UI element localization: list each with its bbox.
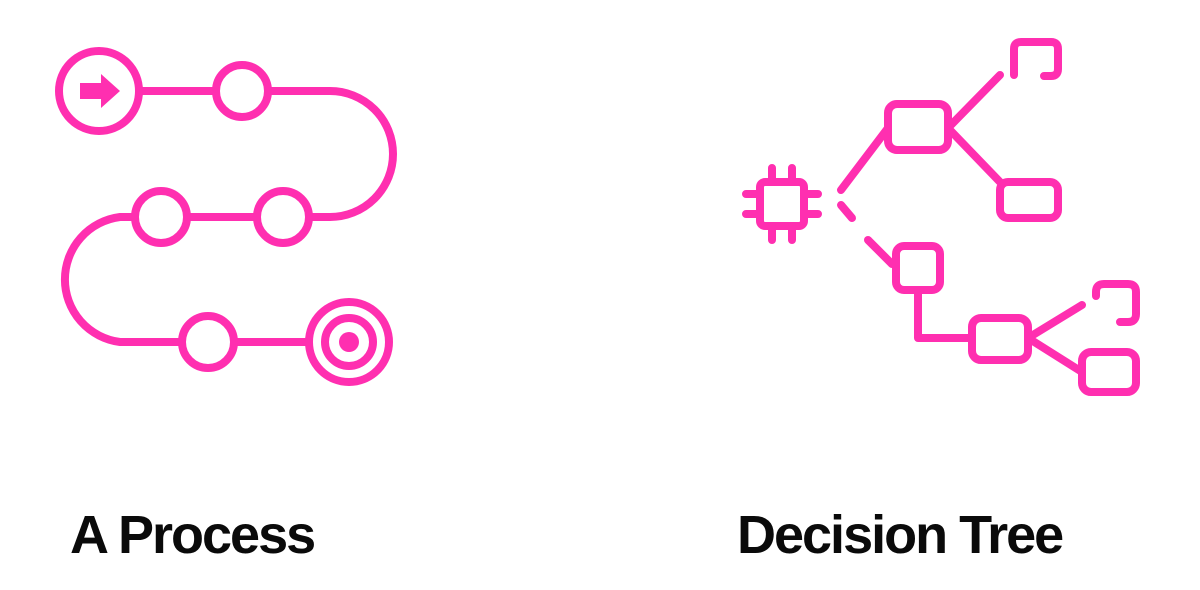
process-connector-path [60,87,397,346]
tree-connectors [837,71,1086,376]
start-node [55,47,143,135]
tree-node-leaf-top [1010,38,1062,80]
tree-node-leaf-lower-right [1078,348,1140,396]
tree-node-branch [968,314,1032,364]
process-step-1 [212,61,272,121]
tree-node-root-upper [884,100,952,154]
process-title: A Process [70,505,316,565]
decision-tree-icon [742,38,1140,396]
decision-tree-title: Decision Tree [737,505,1064,565]
arrow-right-icon [80,74,120,108]
process-step-4 [178,312,238,372]
process-path-icon [55,47,397,386]
target-icon [305,298,393,386]
decision-tree-panel: Decision Tree [600,0,1200,590]
tree-node-leaf-middle [996,178,1062,222]
tree-node-root-lower [892,242,944,294]
process-panel: A Process [55,47,397,565]
process-step-3 [131,187,191,247]
tree-node-leaf-upper-right [1092,280,1140,326]
chip-icon [742,164,822,244]
process-step-2 [253,187,313,247]
